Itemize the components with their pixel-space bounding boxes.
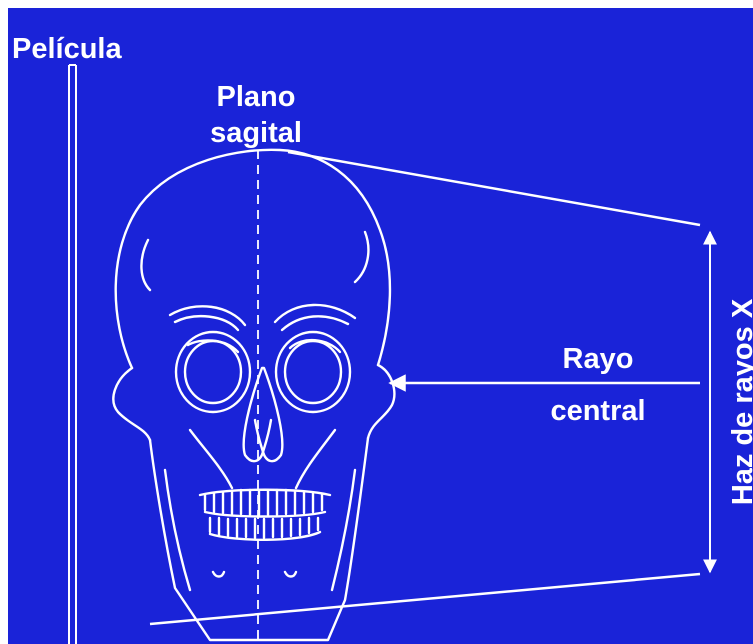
sagittal-plane-label-line2: sagital	[210, 117, 302, 149]
beam-lower-edge	[150, 574, 700, 624]
skull-illustration	[113, 150, 394, 640]
sagittal-plane-label-line1: Plano	[217, 81, 296, 113]
film-plate	[69, 65, 76, 644]
beam-upper-edge	[288, 152, 700, 225]
central-ray-label-line1: Rayo	[563, 343, 634, 375]
central-ray-label-line2: central	[550, 395, 645, 427]
film-label: Película	[12, 33, 122, 65]
xray-beam-label: Haz de rayos X	[727, 298, 753, 505]
